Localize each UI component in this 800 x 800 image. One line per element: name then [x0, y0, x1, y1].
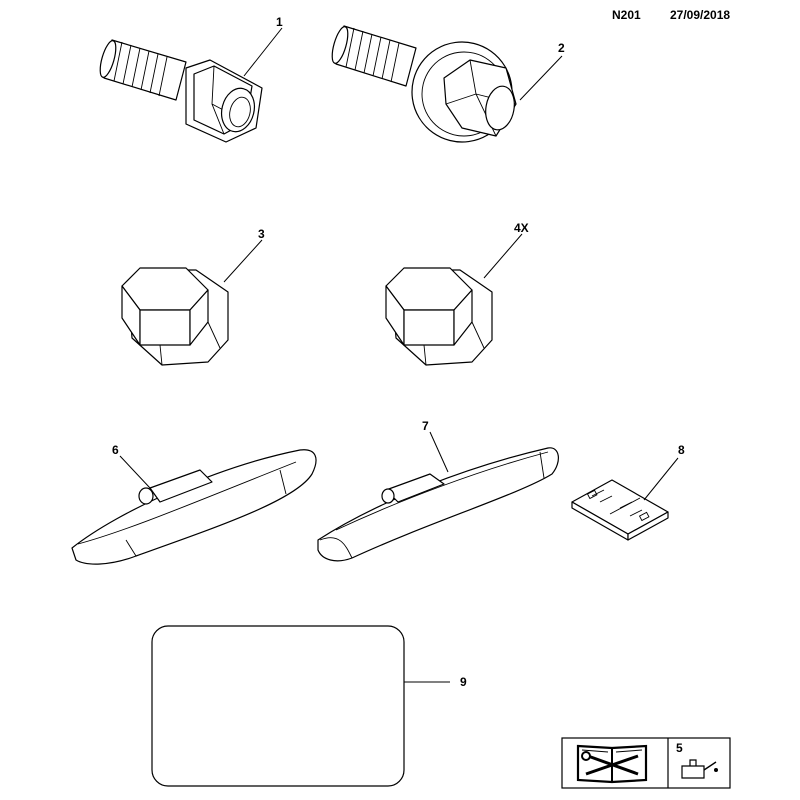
wrench-screwdriver-icon: [581, 751, 639, 776]
callout-3: 3: [258, 227, 265, 241]
drawing-code: N201: [612, 8, 641, 22]
bolt-cap-4[interactable]: [385, 267, 493, 366]
oil-can-icon: [681, 759, 718, 779]
callout-1: 1: [276, 15, 283, 29]
callout-6: 6: [112, 443, 119, 457]
wheel-bolt-2[interactable]: [329, 25, 523, 153]
callout-4x: 4X: [514, 221, 529, 235]
callout-7: 7: [422, 419, 429, 433]
wheel-bolt-1[interactable]: [97, 39, 263, 143]
balance-weight-7[interactable]: [317, 447, 559, 562]
panel-9[interactable]: [151, 625, 405, 787]
leader-lines: [119, 27, 679, 683]
callout-9: 9: [460, 675, 467, 689]
balance-weight-6[interactable]: [71, 449, 317, 565]
adhesive-weight-8[interactable]: [571, 479, 669, 541]
drawing-date: 27/09/2018: [670, 8, 731, 22]
legend-box: [561, 737, 731, 789]
callout-2: 2: [558, 41, 565, 55]
bolt-cap-3[interactable]: [121, 267, 229, 366]
callout-8: 8: [678, 443, 685, 457]
callout-5: 5: [676, 741, 683, 755]
